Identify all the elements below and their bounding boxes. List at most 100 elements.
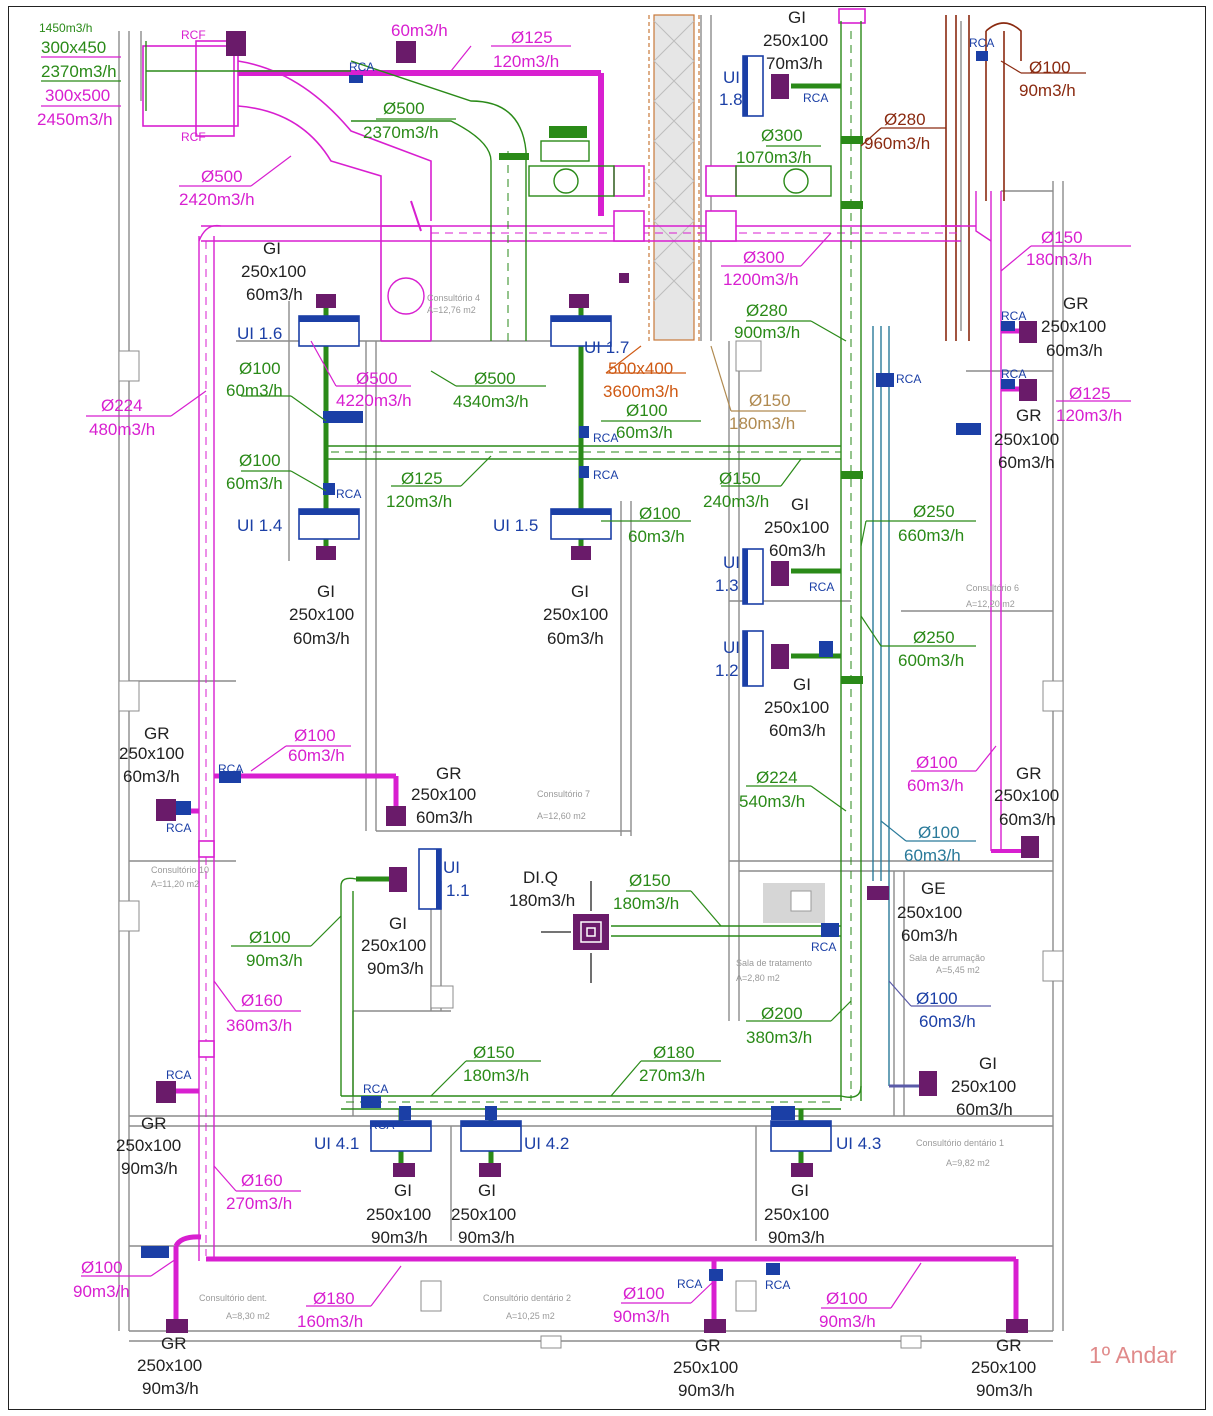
gi-top-right-size: 250x100	[763, 31, 828, 50]
d125-right-flow: 120m3/h	[1056, 406, 1122, 425]
d280-brown: Ø280	[884, 110, 926, 129]
ui41-label: UI 4.1	[314, 1134, 359, 1153]
ge-flow: 60m3/h	[901, 926, 958, 945]
gr-bottom-2: GR	[695, 1336, 721, 1355]
ui17-label: UI 1.7	[584, 338, 629, 357]
rca-gr-left-1: RCA	[218, 762, 243, 776]
d224-right-flow: 540m3/h	[739, 792, 805, 811]
room-5-area: A=9,82 m2	[946, 1158, 990, 1168]
gr-bottom-1: GR	[161, 1334, 187, 1353]
drawing-frame: 300x450 2370m3/h 300x500 2450m3/h Ø500 2…	[8, 6, 1206, 1410]
duct-fittings	[198, 8, 866, 1058]
d280-mid: Ø280	[746, 301, 788, 320]
ge-size: 250x100	[897, 903, 962, 922]
gi-ui11-size: 250x100	[361, 936, 426, 955]
d500-ui16-flow: 4220m3/h	[336, 391, 412, 410]
gi-ui11: GI	[389, 914, 407, 933]
gi-ui41-size: 250x100	[366, 1205, 431, 1224]
gi-ui43: GI	[791, 1181, 809, 1200]
d150-bottom: Ø150	[473, 1043, 515, 1062]
ui12-label-b: 1.2	[715, 661, 739, 680]
diq-flow: 180m3/h	[509, 891, 575, 910]
d160-left-2-flow: 270m3/h	[226, 1194, 292, 1213]
ui16-label: UI 1.6	[237, 324, 282, 343]
ui13-label-b: 1.3	[715, 576, 739, 595]
gr-bottom-1-size: 250x100	[137, 1356, 202, 1375]
gi-ui11-flow: 90m3/h	[367, 959, 424, 978]
top-duct-size-2: 300x500	[45, 86, 110, 105]
room-3-area: A=11,20 m2	[151, 879, 199, 889]
gi-ui43-flow: 90m3/h	[768, 1228, 825, 1247]
gr-left-2-size: 250x100	[116, 1136, 181, 1155]
ui11-label-a: UI	[443, 858, 460, 877]
d250-2: Ø250	[913, 628, 955, 647]
cyan-duct	[872, 326, 921, 1088]
d150-bottom-flow: 180m3/h	[463, 1066, 529, 1085]
gr-bottom-3-flow: 90m3/h	[976, 1381, 1033, 1400]
window-marks	[118, 340, 1064, 1349]
ui43-label: UI 4.3	[836, 1134, 881, 1153]
d100-bottom-right: Ø100	[826, 1289, 868, 1308]
room-1: Consultório 4	[427, 293, 480, 303]
shaft	[648, 14, 700, 341]
gi-right-bottom-flow: 60m3/h	[956, 1100, 1013, 1119]
d100-cyan: Ø100	[918, 823, 960, 842]
d100-ui16: Ø100	[239, 359, 281, 378]
d150-tan: Ø150	[749, 391, 791, 410]
brown-riser	[945, 15, 1022, 341]
floor-label: 1º Andar	[1089, 1342, 1177, 1368]
d125-top-flow: 120m3/h	[493, 52, 559, 71]
gr-mid: GR	[436, 764, 462, 783]
d150-right-flow: 180m3/h	[1026, 250, 1092, 269]
gi-ui42-size: 250x100	[451, 1205, 516, 1224]
d300-right: Ø300	[761, 126, 803, 145]
d100-brown: Ø100	[1029, 58, 1071, 77]
ui42-label: UI 4.2	[524, 1134, 569, 1153]
rca-label: RCA	[349, 60, 374, 74]
hvac-floor-plan: 300x450 2370m3/h 300x500 2450m3/h Ø500 2…	[37, 8, 1177, 1400]
gi-right-bottom-size: 250x100	[951, 1077, 1016, 1096]
d100-blue-flow: 60m3/h	[919, 1012, 976, 1031]
indoor-units	[298, 55, 832, 1152]
d160-left-flow: 360m3/h	[226, 1016, 292, 1035]
top-tag: 1450m3/h	[39, 21, 92, 35]
room-9-area: A=2,80 m2	[736, 973, 780, 983]
room-8: Consultório 6	[966, 583, 1019, 593]
rca-loop: RCA	[363, 1082, 388, 1096]
ui18-label-b: 1.8	[719, 90, 743, 109]
unit-fills	[141, 51, 1015, 1281]
diq-label: DI.Q	[523, 868, 558, 887]
d250-1-flow: 660m3/h	[898, 526, 964, 545]
rca-ui13: RCA	[809, 580, 834, 594]
gr-mid-flow: 60m3/h	[416, 808, 473, 827]
gi-ui14-size: 250x100	[289, 605, 354, 624]
ui12-label-a: UI	[723, 638, 740, 657]
d500-label-2: Ø500	[383, 99, 425, 118]
rcf-label-1: RCF	[181, 28, 206, 42]
rca-bottom-2: RCA	[765, 1278, 790, 1292]
d250-2-flow: 600m3/h	[898, 651, 964, 670]
gi-ui13-size: 250x100	[764, 518, 829, 537]
d160-left-2: Ø160	[241, 1171, 283, 1190]
rca-bottom-1: RCA	[677, 1277, 702, 1291]
gi-ui15-flow: 60m3/h	[547, 629, 604, 648]
gi-ui12-size: 250x100	[764, 698, 829, 717]
d200-flow: 380m3/h	[746, 1028, 812, 1047]
d100-right-mag-flow: 60m3/h	[907, 776, 964, 795]
d125-mid-flow: 120m3/h	[386, 492, 452, 511]
d125-mid: Ø125	[401, 469, 443, 488]
gr-bottom-1-flow: 90m3/h	[142, 1379, 199, 1398]
rca-gr-left-1b: RCA	[166, 821, 191, 835]
d100-bottom-mid-flow: 90m3/h	[613, 1307, 670, 1326]
d100-bottom-left-flow: 90m3/h	[73, 1282, 130, 1301]
rca-ui14: RCA	[336, 487, 361, 501]
gi-ui42: GI	[478, 1181, 496, 1200]
d100-ui16-flow: 60m3/h	[226, 381, 283, 400]
d125-right: Ø125	[1069, 384, 1111, 403]
shaft-size: 500x400	[608, 359, 673, 378]
d150-mid-flow: 240m3/h	[703, 492, 769, 511]
d500-mid-flow: 4340m3/h	[453, 392, 529, 411]
d100-cyan-flow: 60m3/h	[904, 846, 961, 865]
gi-ui15: GI	[571, 582, 589, 601]
gr-right-1: GR	[1063, 294, 1089, 313]
